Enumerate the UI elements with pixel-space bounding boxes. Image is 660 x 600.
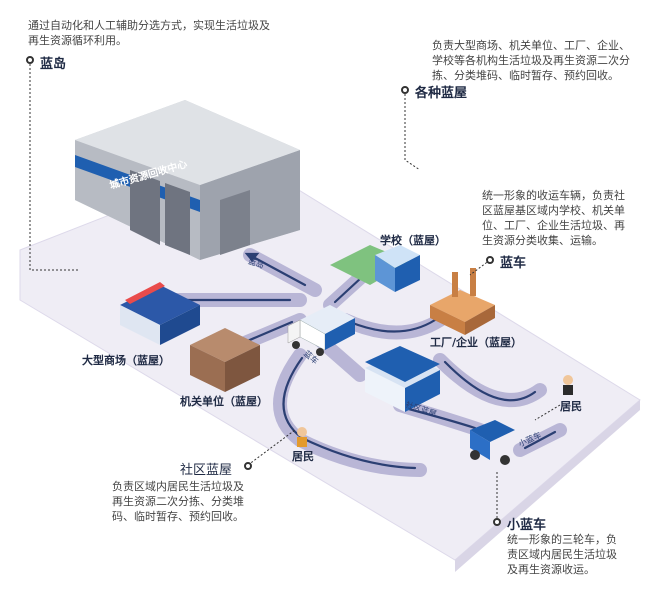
blue-island-description: 通过自动化和人工辅助分选方式，实现生活垃圾及 再生资源循环利用。 (28, 19, 270, 47)
resident-right-figure (563, 375, 573, 395)
blue-island-marker (26, 56, 34, 64)
school-label: 学校（蓝屋） (380, 234, 446, 247)
small-blue-cart-description: 统一形象的三轮车，负 责区域内居民生活垃圾 及再生资源收运。 (507, 533, 617, 576)
small-blue-cart-marker (493, 518, 501, 526)
community-blue-house (365, 346, 440, 412)
agency-label: 机关单位（蓝屋） (180, 395, 268, 408)
small-blue-tricycle (470, 420, 515, 465)
resident-right-label: 居民 (560, 400, 582, 413)
blue-truck-marker (486, 256, 494, 264)
blue-truck (287, 305, 355, 356)
leader-lines (29, 60, 561, 518)
blue-island-title: 蓝岛 (40, 57, 67, 72)
community-blue-house-marker (244, 462, 252, 470)
resident-left-figure (297, 427, 307, 447)
factory-label: 工厂/企业（蓝屋） (430, 336, 523, 349)
factory-building (430, 268, 495, 335)
school-building (330, 245, 420, 292)
small-blue-cart-title: 小蓝车 (507, 518, 547, 533)
blue-truck-description: 统一形象的收运车辆，负责社 区蓝屋基区域内学校、机关单 位、工厂、企业生活垃圾、… (482, 189, 625, 247)
resident-left-label: 居民 (292, 450, 314, 463)
community-blue-house-description: 负责区域内居民生活垃圾及 再生资源二次分拣、分类堆 码、临时暂存、预约回收。 (112, 480, 244, 523)
blue-truck-title: 蓝车 (500, 256, 527, 271)
agency-building (190, 328, 260, 392)
various-blue-houses-title: 各种蓝屋 (415, 86, 468, 101)
flow-arrows (178, 252, 557, 470)
various-blue-houses-marker (401, 86, 409, 94)
various-blue-houses-description: 负责大型商场、机关单位、工厂、企业、 学校等各机构生活垃圾及再生资源二次分 拣、… (432, 39, 630, 82)
mall-label: 大型商场（蓝屋） (82, 354, 170, 367)
blue-island-recycling-center (75, 100, 300, 260)
community-blue-house-title: 社区蓝屋 (180, 463, 233, 478)
mall-building (120, 282, 200, 345)
